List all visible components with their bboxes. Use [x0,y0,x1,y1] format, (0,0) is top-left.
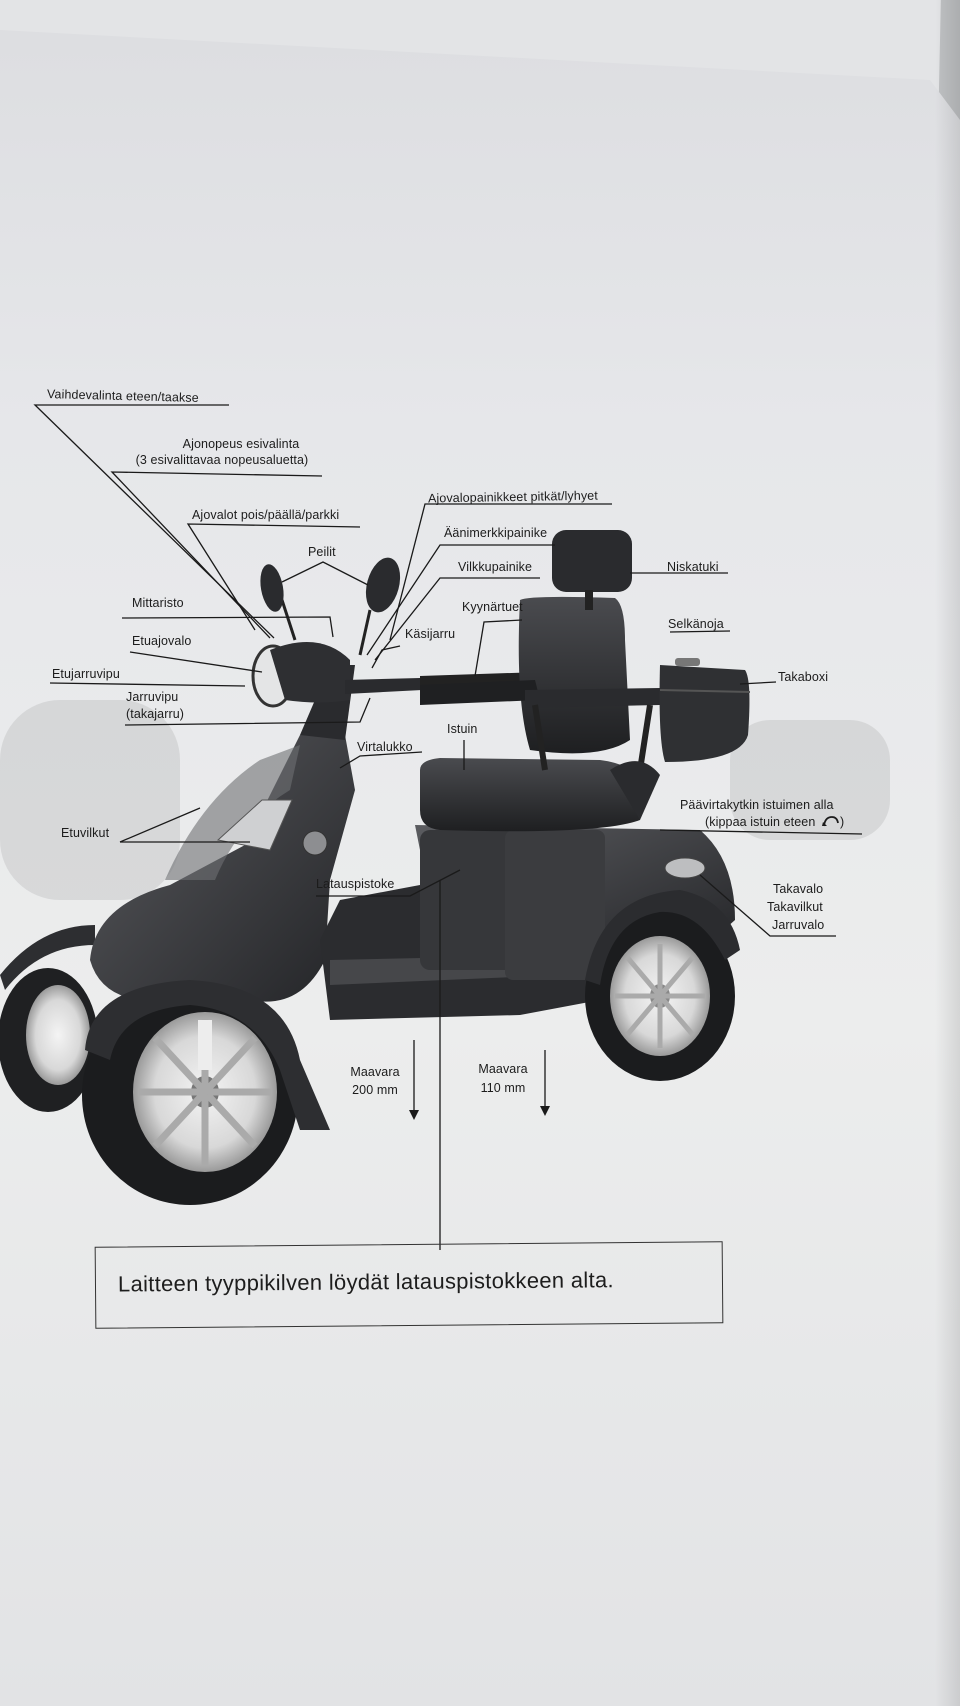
label-armrests: Kyynärtuet [462,600,523,614]
label-speed-preset-line2: (3 esivalittavaa nopeusaluetta) [135,453,309,467]
label-charging-socket: Latauspistoke [316,877,395,891]
label-rear-light: Takavalo [773,882,824,896]
label-rear-box: Takaboxi [778,670,829,684]
rear-wheel [585,890,740,1081]
label-main-switch-text: (kippaa istuin eteen [705,815,816,829]
front-indicator-lens [216,799,293,851]
label-backrest: Selkänoja [668,617,724,631]
leader-lines [33,404,863,1250]
label-light-buttons: Ajovalopainikkeet pitkät/lyhyet [427,488,598,506]
scooter-illustration [0,530,751,1205]
label-speed-preset-line1: Ajonopeus esivalinta [182,437,300,451]
ground-clearance-arrowheads [409,1106,550,1120]
label-front-indicators: Etuvilkut [61,826,110,840]
front-fairing [90,727,355,1002]
far-front-wheel [0,925,98,1112]
label-ground-clearance-rear-2: 110 mm [480,1081,526,1095]
type-plate-note-box: Laitteen tyyppikilven löydät latauspisto… [94,1241,724,1329]
type-plate-note-text: Laitteen tyyppikilven löydät latauspisto… [117,1267,615,1297]
label-headlights-switch: Ajovalot pois/päällä/parkki [192,508,340,522]
mirrors [260,557,401,656]
label-front-brake-lever: Etujarruvipu [52,667,120,681]
label-handbrake: Käsijarru [405,627,456,641]
near-front-wheel [82,980,330,1205]
label-mirrors: Peilit [308,545,336,559]
label-rear-indicators: Takavilkut [767,900,823,914]
rear-box [659,658,751,762]
label-brake-light: Jarruvalo [772,918,825,932]
seat [420,530,660,832]
label-horn-button: Äänimerkkipainike [444,526,548,540]
label-brake-lever-line1: Jarruvipu [126,690,179,704]
label-ground-clearance-rear-1: Maavara [478,1062,528,1076]
label-ignition-lock: Virtalukko [357,740,413,754]
label-indicator-button: Vilkkupainike [458,560,533,574]
label-main-switch-line1: Päävirtakytkin istuimen alla [680,798,834,812]
label-seat: Istuin [447,722,478,736]
label-dashboard: Mittaristo [132,596,184,610]
label-main-switch-close: ) [839,815,845,829]
page-edge-shadow [935,0,960,1706]
front-shield-highlight [165,745,300,880]
label-headrest: Niskatuki [667,560,719,574]
curved-arrow-icon [821,816,839,827]
label-headlight: Etuajovalo [132,634,192,648]
label-ground-clearance-front-1: Maavara [350,1065,400,1079]
label-ground-clearance-front-2: 200 mm [352,1083,398,1097]
label-main-switch-line2: (kippaa istuin eteen ) [705,815,844,829]
label-brake-lever-line2: (takajarru) [126,707,185,721]
faint-print-through [0,700,890,900]
